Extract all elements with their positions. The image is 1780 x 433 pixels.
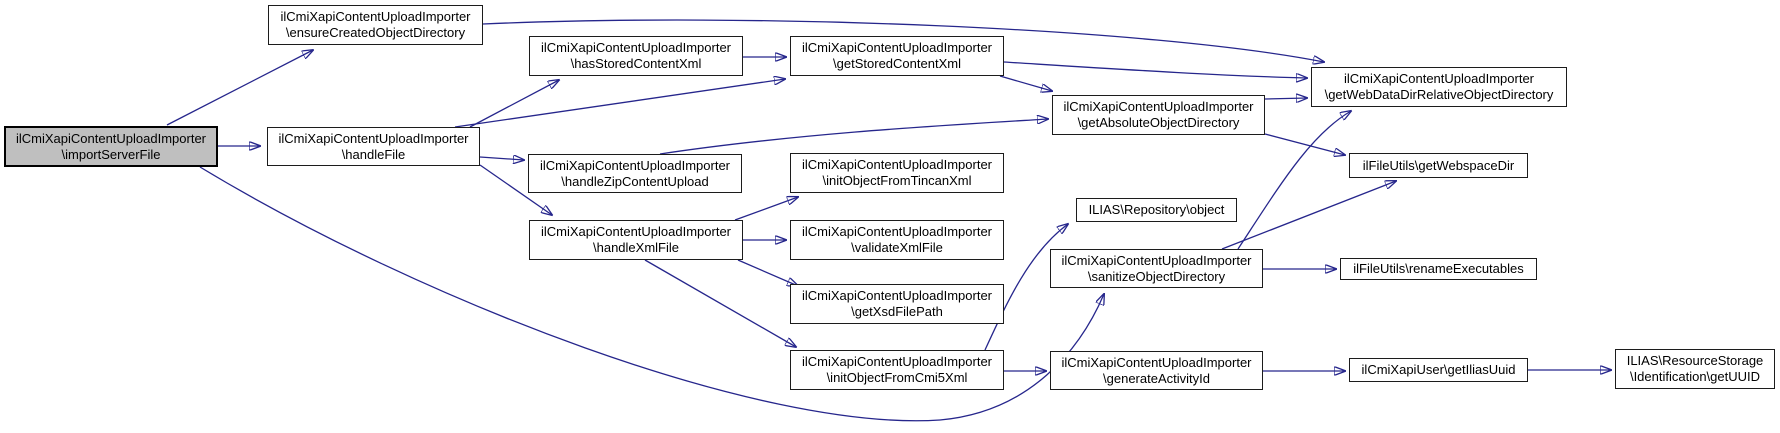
edge-importServerFile-to-ensureCreatedObjectDirectory (166, 50, 313, 126)
node-generateActivityId[interactable]: ilCmiXapiContentUploadImporter \generate… (1050, 351, 1263, 390)
edge-ensureCreatedObjectDirectory-to-getWebDataDirRelativeObjectDirectory (482, 19, 1324, 62)
node-renameExecutables[interactable]: ilFileUtils\renameExecutables (1340, 258, 1537, 280)
edge-sanitizeObjectDirectory-to-getWebspaceDir (1221, 181, 1396, 250)
edge-handleXmlFile-to-initObjectFromCmi5Xml (644, 259, 796, 347)
node-hasStoredContentXml[interactable]: ilCmiXapiContentUploadImporter \hasStore… (529, 36, 743, 76)
node-importServerFile[interactable]: ilCmiXapiContentUploadImporter \importSe… (4, 126, 218, 167)
edge-getStoredContentXml-to-getAbsoluteObjectDirectory (999, 75, 1052, 91)
edge-handleXmlFile-to-initObjectFromTincanXml (734, 197, 798, 221)
node-initObjectFromTincanXml[interactable]: ilCmiXapiContentUploadImporter \initObje… (790, 153, 1004, 193)
node-getStoredContentXml[interactable]: ilCmiXapiContentUploadImporter \getStore… (790, 36, 1004, 76)
edge-sanitizeObjectDirectory-to-getWebDataDirRelativeObjectDirectory (1237, 111, 1351, 250)
node-repository-object[interactable]: ILIAS\Repository\object (1076, 198, 1237, 222)
node-getUUID[interactable]: ILIAS\ResourceStorage \Identification\ge… (1615, 349, 1775, 389)
edge-getStoredContentXml-to-getWebDataDirRelativeObjectDirectory (1003, 61, 1307, 78)
node-getIliasUuid[interactable]: ilCmiXapiUser\getIliasUuid (1349, 358, 1528, 382)
node-getAbsoluteObjectDirectory[interactable]: ilCmiXapiContentUploadImporter \getAbsol… (1052, 95, 1265, 135)
node-ensureCreatedObjectDirectory[interactable]: ilCmiXapiContentUploadImporter \ensureCr… (268, 5, 483, 45)
node-getXsdFilePath[interactable]: ilCmiXapiContentUploadImporter \getXsdFi… (790, 284, 1004, 324)
node-handleZipContentUpload[interactable]: ilCmiXapiContentUploadImporter \handleZi… (528, 154, 742, 193)
node-sanitizeObjectDirectory[interactable]: ilCmiXapiContentUploadImporter \sanitize… (1050, 249, 1263, 288)
edge-handleZipContentUpload-to-getAbsoluteObjectDirectory (659, 119, 1048, 155)
node-getWebspaceDir[interactable]: ilFileUtils\getWebspaceDir (1349, 153, 1528, 178)
edge-getAbsoluteObjectDirectory-to-getWebspaceDir (1264, 133, 1345, 155)
node-handleXmlFile[interactable]: ilCmiXapiContentUploadImporter \handleXm… (529, 220, 743, 260)
edge-handleXmlFile-to-getXsdFilePath (737, 259, 798, 286)
edge-getAbsoluteObjectDirectory-to-getWebDataDirRelativeObjectDirectory (1264, 98, 1307, 99)
edge-initObjectFromCmi5Xml-to-repositoryObject (984, 224, 1068, 351)
node-getWebDataDirRelativeObjectDirectory[interactable]: ilCmiXapiContentUploadImporter \getWebDa… (1311, 67, 1567, 107)
edge-handleFile-to-handleXmlFile (479, 164, 552, 215)
node-initObjectFromCmi5Xml[interactable]: ilCmiXapiContentUploadImporter \initObje… (790, 350, 1004, 390)
edge-handleFile-to-hasStoredContentXml (469, 80, 559, 128)
node-handleFile[interactable]: ilCmiXapiContentUploadImporter \handleFi… (267, 127, 480, 166)
node-validateXmlFile[interactable]: ilCmiXapiContentUploadImporter \validate… (790, 220, 1004, 260)
edge-handleFile-to-getStoredContentXml (454, 79, 785, 128)
edge-handleFile-to-handleZipContentUpload (479, 157, 524, 160)
